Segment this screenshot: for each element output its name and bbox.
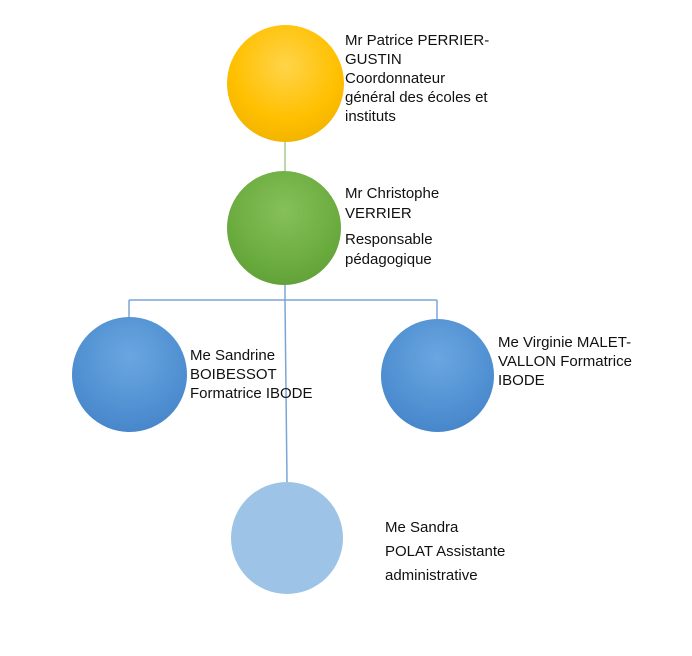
label-line: Mr Christophe [345,185,440,202]
label-line: Me Virginie MALET- [498,334,632,351]
node-label-assistant-polat: Me Sandra POLAT Assistante administrativ… [385,516,505,588]
label-line: GUSTIN [345,51,402,68]
node-circle-trainer-malet-vallon [381,319,494,432]
label-line: pédagogique [345,251,432,268]
node-label-coordinator: Mr Patrice PERRIER- GUSTIN Coordonnateur… [345,31,489,126]
label-line: Responsable [345,231,433,248]
node-circle-pedagogical-lead [227,171,341,285]
label-line: Me Sandra [385,519,459,536]
label-line: Coordonnateur [345,70,446,87]
label-line: BOIBESSOT [190,366,277,383]
node-circle-trainer-boibessot [72,317,187,432]
label-line: Me Sandrine [190,347,276,364]
label-line: instituts [345,108,396,125]
node-label-pedagogical-lead: Mr Christophe VERRIER Responsable pédago… [345,184,439,270]
label-line: POLAT Assistante [385,543,506,560]
label-line: VALLON Formatrice [498,353,632,370]
node-label-trainer-malet-vallon: Me Virginie MALET- VALLON Formatrice IBO… [498,333,632,390]
node-circle-coordinator [227,25,344,142]
label-line: VERRIER [345,205,412,222]
label-line: IBODE [498,372,545,389]
label-line: Formatrice IBODE [190,385,313,402]
label-line: Mr Patrice PERRIER- [345,32,490,49]
connector-to-polat [284,299,288,483]
node-circle-assistant-polat [231,482,343,594]
label-line: général des écoles et [345,89,488,106]
node-label-trainer-boibessot: Me Sandrine BOIBESSOT Formatrice IBODE [190,346,313,403]
label-line: administrative [385,567,478,584]
